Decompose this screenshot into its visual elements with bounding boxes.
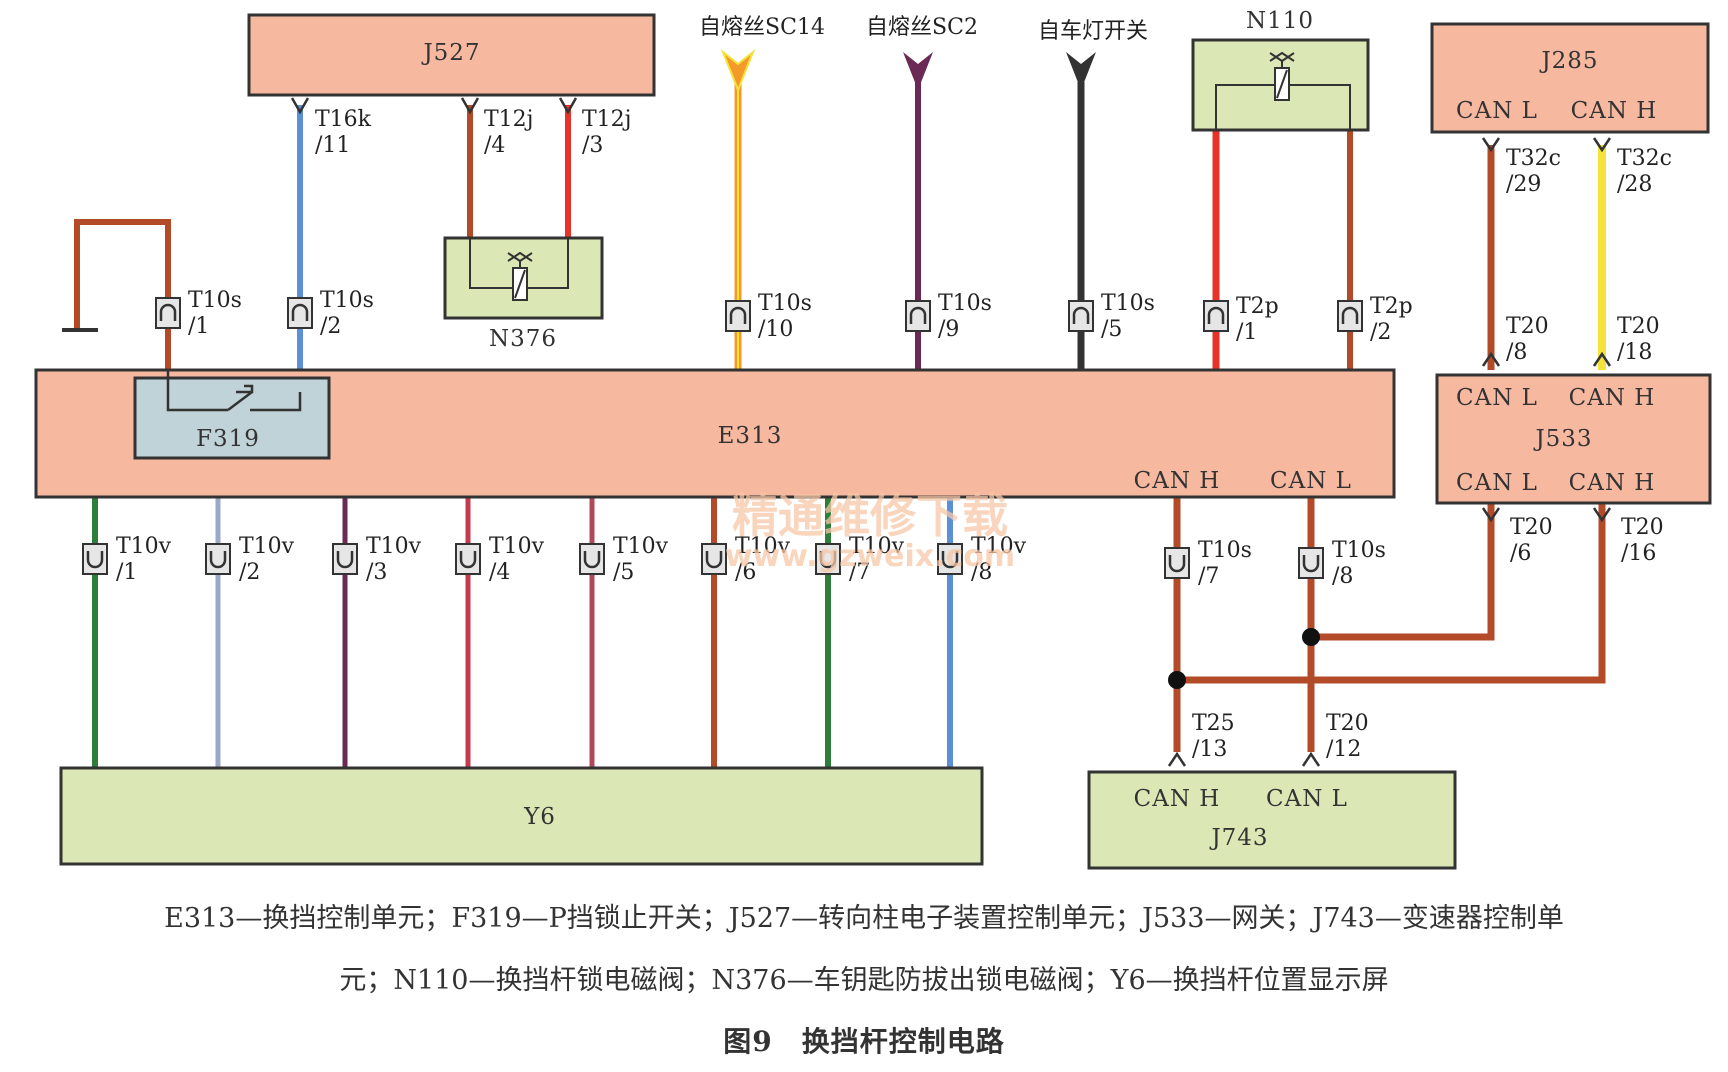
y6-box: Y6 [59, 766, 984, 866]
pin-t10s-1: T10s/1 [188, 288, 242, 339]
pin-t12j-3: T12j/3 [582, 107, 632, 158]
source-fuse-sc14: 自熔丝SC14 [699, 15, 825, 40]
pin-t10s-7: T10s/7 [1198, 538, 1252, 589]
f319-switch: F319 [133, 370, 331, 460]
y6-label: Y6 [523, 804, 556, 830]
legend: E313—换挡控制单元；F319—P挡锁止开关；J527—转向柱电子装置控制单元… [0, 888, 1728, 1072]
n110-label: N110 [1246, 8, 1314, 34]
pin-t10v-5: T10v/5 [613, 534, 669, 585]
j533-bot-can-h: CAN H [1569, 470, 1656, 496]
conn-t10v-5 [579, 543, 605, 575]
pin-t12j-4: T12j/4 [484, 107, 534, 158]
wire-can-l-j533 [1311, 497, 1495, 641]
conn-t2p-2 [1337, 300, 1363, 332]
pin-labels: T16k/11 T12j/4 T12j/3 T32c/29 T32c/28 T1… [116, 107, 1672, 762]
j743-label: J743 [1209, 825, 1268, 851]
connector-symbols [82, 97, 1612, 767]
conn-t10v-1 [82, 543, 108, 575]
legend-line-1: E313—换挡控制单元；F319—P挡锁止开关；J527—转向柱电子装置控制单元… [164, 903, 1564, 934]
arrow-sc2 [903, 52, 933, 90]
pin-t20-8: T20/8 [1506, 314, 1549, 365]
conn-t10v-6 [701, 543, 727, 575]
j743-box: CAN H CAN L J743 [1087, 770, 1457, 870]
pin-t10v-7: T10v/7 [849, 534, 905, 585]
pin-t20-18: T20/18 [1617, 314, 1660, 365]
conn-t10s-2 [287, 297, 313, 329]
pin-t32c-28: T32c/28 [1617, 146, 1672, 197]
j285-label: J285 [1539, 48, 1598, 74]
pin-t10s-5: T10s/5 [1101, 291, 1155, 342]
watermark-text: 精通维修下载 [732, 489, 1008, 543]
source-light-switch: 自车灯开关 [1038, 19, 1148, 44]
e313-can-h: CAN H [1134, 468, 1221, 494]
junction-can-l [1302, 628, 1320, 646]
j743-can-l: CAN L [1266, 786, 1348, 812]
n376-label: N376 [489, 326, 557, 352]
f319-label: F319 [196, 426, 260, 452]
wires [62, 82, 1606, 768]
arrow-sc14 [720, 48, 756, 93]
wire-can-h-j533 [1177, 497, 1606, 684]
conn-t10v-3 [332, 543, 358, 575]
pin-t10s-2: T10s/2 [320, 288, 374, 339]
pin-t16k-11: T16k/11 [315, 107, 372, 158]
source-fuse-sc2: 自熔丝SC2 [866, 15, 978, 40]
conn-t2p-1 [1203, 300, 1229, 332]
junction-can-h [1168, 671, 1186, 689]
conn-t10s-5 [1068, 300, 1094, 332]
conn-t10v-2 [205, 543, 231, 575]
figure-title: 图9 换挡杆控制电路 [723, 1025, 1005, 1058]
pin-t10v-8: T10v/8 [971, 534, 1027, 585]
conn-t10v-4 [455, 543, 481, 575]
pin-t10v-3: T10v/3 [366, 534, 422, 585]
pin-t32c-29: T32c/29 [1506, 146, 1561, 197]
e313-label: E313 [718, 423, 783, 449]
j527-label: J527 [421, 40, 480, 66]
pin-t10s-10: T10s/10 [758, 291, 812, 342]
j533-top-can-l: CAN L [1456, 385, 1538, 411]
conn-t10s-10 [725, 300, 751, 332]
j533-box: CAN L CAN H J533 CAN L CAN H [1435, 373, 1712, 505]
pin-t10s-9: T10s/9 [938, 291, 992, 342]
n376-box: N376 [443, 236, 604, 352]
pin-t2p-2: T2p/2 [1370, 294, 1413, 345]
pin-t20-6: T20/6 [1510, 515, 1553, 566]
conn-t10s-8 [1298, 547, 1324, 579]
pin-t20-16: T20/16 [1621, 515, 1664, 566]
j285-can-l: CAN L [1456, 98, 1538, 124]
circuit-diagram: J527 J285 CAN L CAN H N376 N110 E313 CAN… [34, 8, 1712, 870]
conn-t10s-7 [1164, 547, 1190, 579]
watermark-url: www.gzweix.com [725, 539, 1015, 574]
j285-can-h: CAN H [1571, 98, 1658, 124]
pin-t10s-8: T10s/8 [1332, 538, 1386, 589]
arrow-light [1066, 52, 1096, 90]
j533-bot-can-l: CAN L [1456, 470, 1538, 496]
pin-t25-13: T25/13 [1192, 711, 1235, 762]
pin-t10v-6: T10v/6 [735, 534, 791, 585]
pin-t2p-1: T2p/1 [1236, 294, 1279, 345]
j533-top-can-h: CAN H [1569, 385, 1656, 411]
j527-box: J527 [247, 13, 656, 97]
j285-box: J285 CAN L CAN H [1430, 22, 1710, 134]
legend-line-2: 元；N110—换挡杆锁电磁阀；N376—车钥匙防拔出锁电磁阀；Y6—换挡杆位置显… [339, 965, 1389, 996]
pin-t10v-2: T10v/2 [239, 534, 295, 585]
j743-can-h: CAN H [1134, 786, 1221, 812]
conn-t10s-9 [905, 300, 931, 332]
n110-box: N110 [1191, 8, 1370, 132]
wire-ground [74, 219, 171, 370]
conn-t10s-1 [155, 297, 181, 329]
pin-t20-12: T20/12 [1326, 711, 1369, 762]
pin-t10v-4: T10v/4 [489, 534, 545, 585]
e313-can-l: CAN L [1270, 468, 1352, 494]
pin-t10v-1: T10v/1 [116, 534, 172, 585]
source-arrows [720, 48, 1096, 93]
j533-label: J533 [1533, 426, 1592, 452]
